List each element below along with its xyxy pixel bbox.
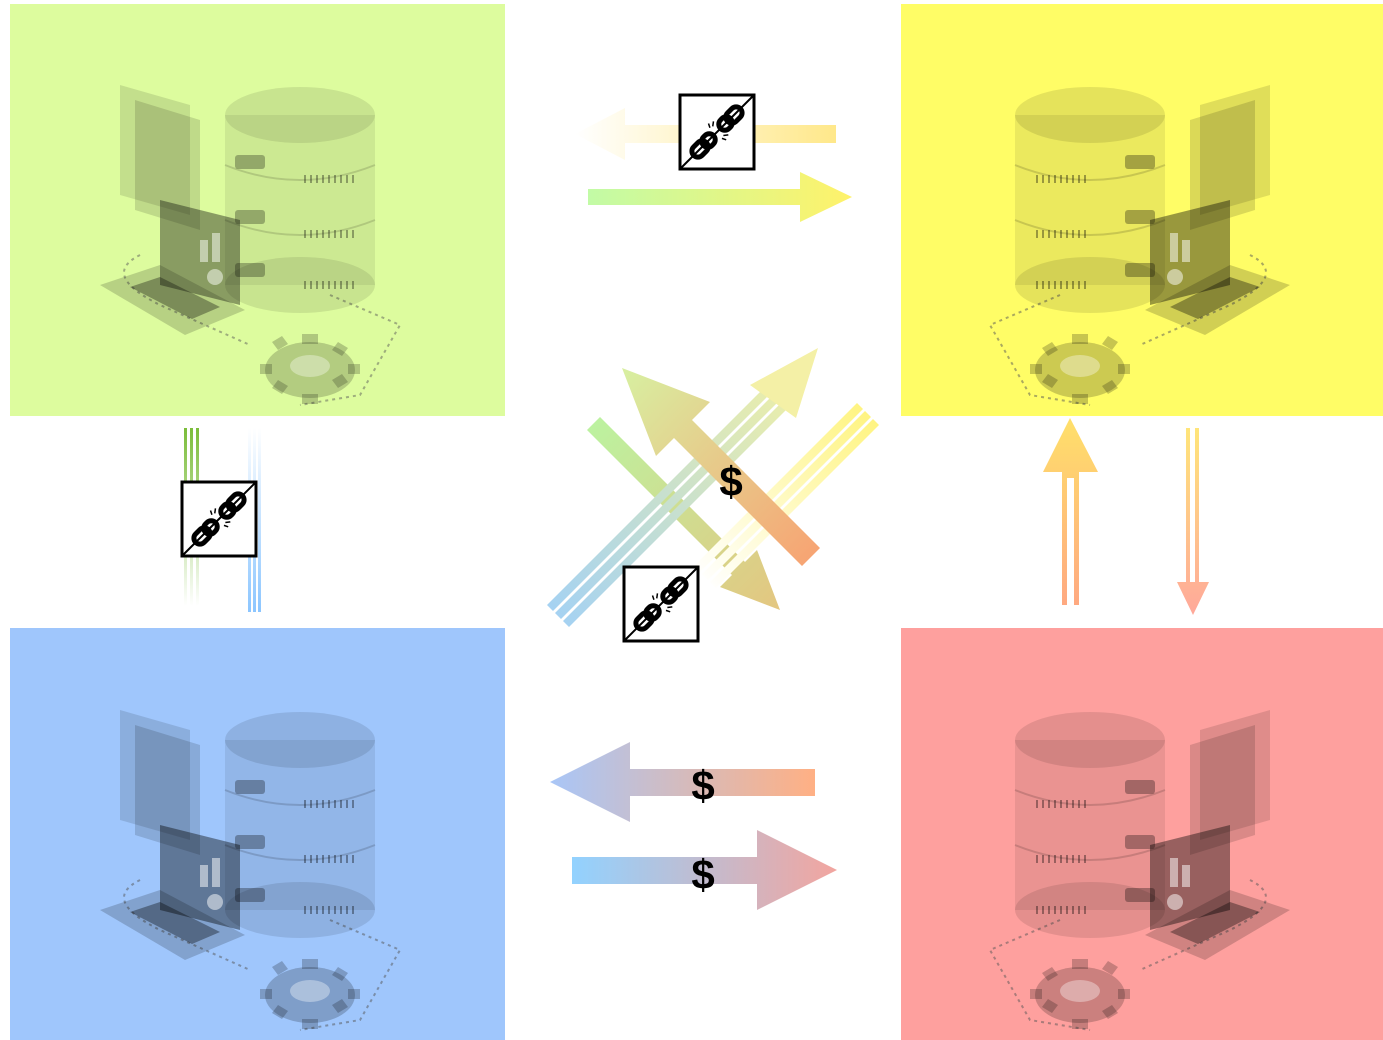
bottom-right-server-icon — [990, 710, 1290, 1030]
arrow-bottom-right-to-bottom-left — [550, 742, 815, 822]
arrow-bottom-right-to-top-right — [1043, 418, 1098, 605]
payment-label-bottom-left-arrow: $ — [691, 762, 714, 809]
top-left-server-icon — [100, 85, 400, 405]
payment-label-bottom-right-arrow: $ — [691, 851, 714, 898]
arrow-top-left-to-top-right — [588, 172, 852, 222]
broken-chain-icon — [624, 567, 698, 641]
arrow-top-right-to-bottom-right — [1177, 428, 1209, 615]
bottom-left-server-icon — [100, 710, 400, 1030]
broken-chain-icon — [680, 95, 754, 169]
broken-chain-icon — [182, 482, 256, 556]
payment-label-diagonal: $ — [719, 458, 742, 505]
top-right-server-icon — [990, 85, 1290, 405]
